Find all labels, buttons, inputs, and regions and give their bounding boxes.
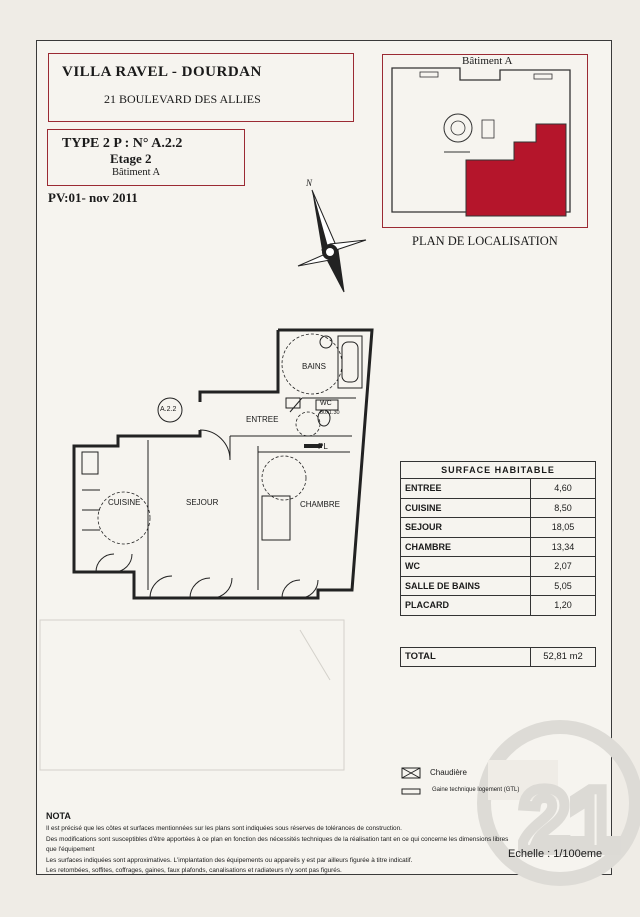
north-label: N xyxy=(305,178,313,188)
nota-line: Les retombées, soffites, coffrages, gain… xyxy=(46,867,342,874)
lot-building: Bâtiment A xyxy=(112,167,161,178)
surface-table-title: SURFACE HABITABLE xyxy=(401,462,595,479)
room-entree: ENTREE xyxy=(246,415,279,424)
lot-floor: Etage 2 xyxy=(110,151,152,166)
nota-line: Les surfaces indiquées sont approximativ… xyxy=(46,856,413,864)
total-value: 52,81 m2 xyxy=(543,651,583,662)
nota-title: NOTA xyxy=(46,811,71,821)
nota-line: Il est précisé que les côtes et surfaces… xyxy=(46,825,402,832)
nota-text: Il est précisé que les côtes et surfaces… xyxy=(46,824,516,877)
nota-line: Des modifications sont susceptibles d'êt… xyxy=(46,835,509,854)
legend-boiler: Chaudière xyxy=(430,768,467,777)
lot-type: TYPE 2 P : N° A.2.2 xyxy=(62,136,183,151)
scale-label: Echelle : 1/100eme xyxy=(508,848,603,860)
location-building: Bâtiment A xyxy=(462,55,513,67)
legend-duct: Gaine technique logement (GTL) xyxy=(432,787,520,793)
room-wc-dim: 80x1.30 xyxy=(320,410,340,416)
lot-tag: A.2.2 xyxy=(160,406,177,413)
room-cuisine: CUISINE xyxy=(108,498,141,507)
location-box xyxy=(382,54,588,228)
room-sejour: SEJOUR xyxy=(186,498,219,507)
pv-date: PV:01- nov 2011 xyxy=(48,190,138,205)
lot-box xyxy=(47,129,245,186)
location-caption: PLAN DE LOCALISATION xyxy=(412,234,558,248)
room-placard: PL xyxy=(318,442,328,451)
project-box xyxy=(48,53,354,122)
total-label: TOTAL xyxy=(401,648,531,666)
room-chambre: CHAMBRE xyxy=(300,500,341,509)
room-bains: BAINS xyxy=(302,362,327,371)
surface-total: TOTAL 52,81 m2 xyxy=(400,647,596,667)
project-address: 21 BOULEVARD DES ALLIES xyxy=(104,92,261,106)
project-title: VILLA RAVEL - DOURDAN xyxy=(62,64,262,80)
room-wc: WC xyxy=(320,400,332,407)
